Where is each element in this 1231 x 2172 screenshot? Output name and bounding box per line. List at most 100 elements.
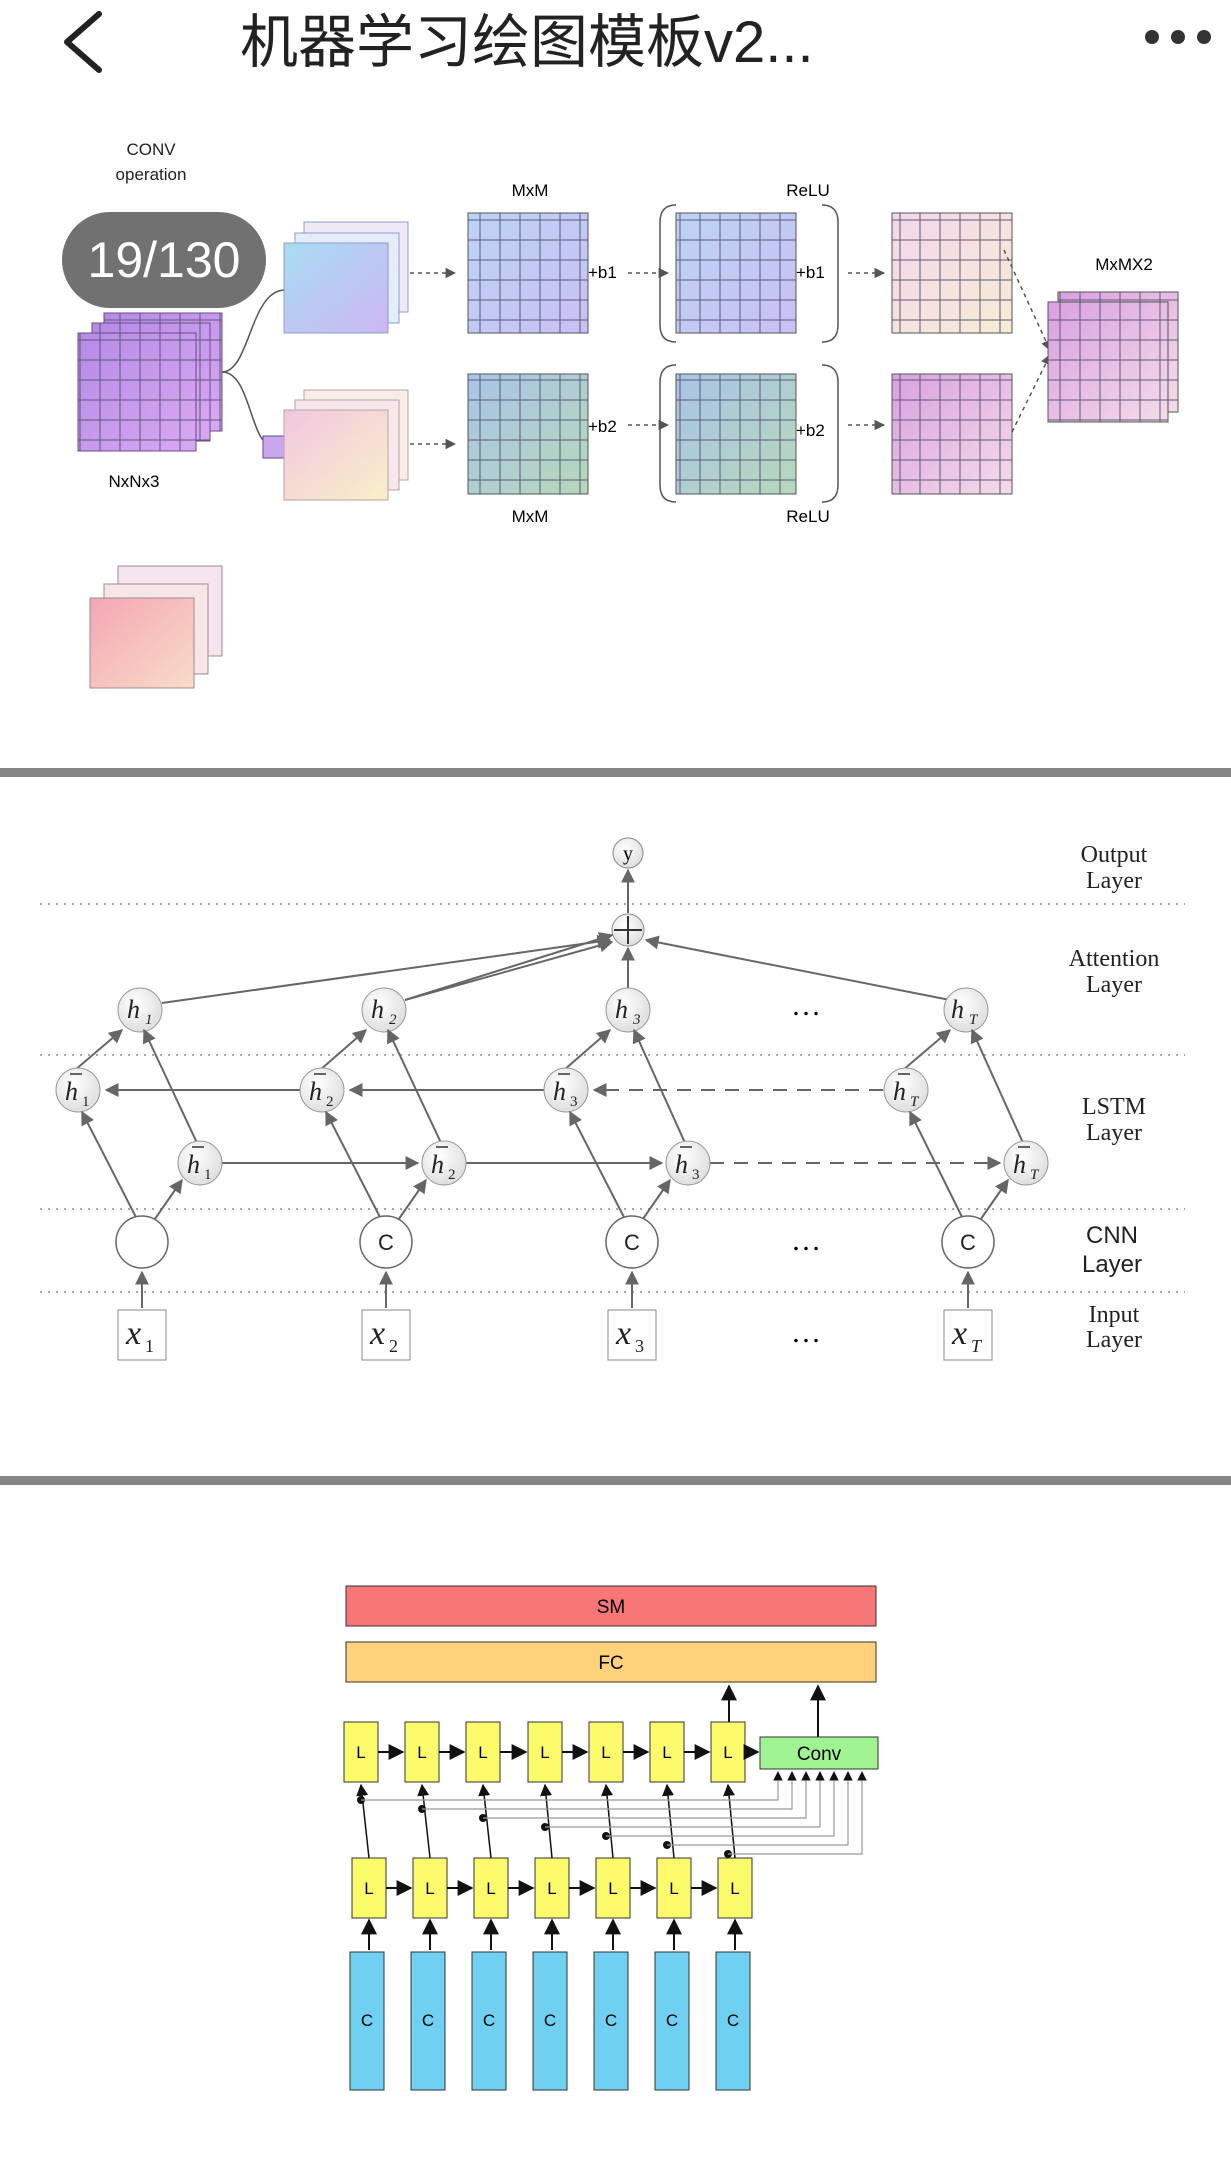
top-bar: 机器学习绘图模板v2... [0,0,1231,90]
skip-wire [545,1771,825,1828]
skip-wire [667,1771,853,1846]
upper-l-cell [649,1721,685,1783]
fc-block [345,1641,877,1683]
attention-layer-label-2: Layer [1086,972,1142,998]
back-button[interactable] [55,6,115,76]
x1-sub: 1 [145,1336,154,1356]
lower-l-cell [717,1857,753,1919]
x2-sub: 2 [389,1336,398,1356]
c-column-label: C [483,2011,495,2030]
lower-l-label: L [547,1879,556,1898]
attention-h-nodes [117,987,989,1033]
hbt-label: h [893,1077,906,1106]
input-layer-label-2: Layer [1086,1327,1142,1353]
c-column-label: C [727,2011,739,2030]
upper-l-label: L [601,1743,610,1762]
relu-bottom-label: ReLU [786,507,829,526]
hb1-label: h [65,1077,78,1106]
upper-l-label: L [662,1743,671,1762]
x3-label: x [615,1315,631,1352]
output-y: y [623,843,633,865]
x1-label: x [125,1315,141,1352]
feature-map-bottom [283,389,409,501]
lower-l-label: L [425,1879,434,1898]
output-layer-label-1: Output [1081,842,1148,868]
lower-l-label: L [608,1879,617,1898]
c-column [349,1951,385,2091]
skip-wire [361,1771,783,1801]
upper-l-label: L [540,1743,549,1762]
upper-l-cell [404,1721,440,1783]
upper-l-cell [465,1721,501,1783]
skip-wire [483,1771,811,1819]
lower-l-label: L [669,1879,678,1898]
c-column [593,1951,629,2091]
hb3-sub: 3 [570,1094,578,1110]
upper-l-cell [588,1721,624,1783]
output-layer-label-2: Layer [1086,868,1142,894]
x2-label: x [369,1315,385,1352]
input-volume [77,312,223,452]
c-column [654,1951,690,2091]
forward-lstm-nodes [177,1140,1049,1186]
c-column [715,1951,751,2091]
conv-operation-diagram: CONV operation NxNx3 MxM +b1 +b2 MxM ReL… [77,140,1179,689]
h2-sub: 2 [389,1012,397,1028]
b2-label-relu: +b2 [796,421,825,440]
cnn-layer-label-2: Layer [1082,1251,1142,1278]
xt-label: x [951,1315,967,1352]
attention-lstm-diagram: Output Layer Attention Layer LSTM Layer … [40,837,1185,1361]
hf2-label: h [431,1150,444,1179]
ht-label: h [951,995,964,1024]
hb1-sub: 1 [82,1094,90,1110]
conv-label-1: CONV [126,140,176,159]
ellipsis-attention: … [791,989,821,1022]
ht-sub: T [969,1012,979,1028]
lstm-layer-label-1: LSTM [1082,1094,1146,1120]
input-layer-label-1: Input [1089,1302,1140,1328]
cnn-nodes [115,1215,995,1269]
b1-label-relu: +b1 [796,263,825,282]
upper-l-cell [710,1721,746,1783]
hb2-label: h [309,1077,322,1106]
mxm-bottom-label: MxM [512,507,549,526]
h3-label: h [615,995,628,1024]
conv-label: Conv [797,1744,842,1765]
cnn-c-t: C [960,1230,976,1255]
more-dots-icon [1145,30,1211,44]
upper-l-cell [343,1721,379,1783]
divider-1 [0,768,1231,777]
c-column-label: C [605,2011,617,2030]
b2-label: +b2 [588,417,617,436]
hb3-label: h [553,1077,566,1106]
ellipsis-input: … [791,1316,821,1349]
cnn-layer-label-1: CNN [1086,1222,1138,1249]
hft-label: h [1013,1150,1026,1179]
page-indicator: 19/130 [62,212,266,308]
output-node [612,837,644,869]
output-label: MxMX2 [1095,255,1153,274]
lower-l-cell [412,1857,448,1919]
relu-top-label: ReLU [786,181,829,200]
more-button[interactable] [1140,10,1220,70]
c-column-label: C [666,2011,678,2030]
hbt-sub: T [910,1094,920,1110]
input-label: NxNx3 [108,472,159,491]
fc-label: FC [598,1653,623,1674]
x3-sub: 3 [635,1336,644,1356]
hft-sub: T [1030,1167,1040,1183]
input-boxes [117,1309,993,1361]
backward-lstm-nodes [55,1067,929,1113]
h3-sub: 3 [632,1012,641,1028]
sm-label: SM [597,1597,626,1618]
conv-block [759,1736,879,1770]
upper-l-label: L [723,1743,732,1762]
upper-l-label: L [356,1743,365,1762]
attention-layer-label-1: Attention [1069,946,1160,972]
skip-wire [728,1771,867,1855]
hf1-label: h [187,1150,200,1179]
c-column [471,1951,507,2091]
skip-connections [357,1771,867,1858]
skip-wire [422,1771,797,1810]
